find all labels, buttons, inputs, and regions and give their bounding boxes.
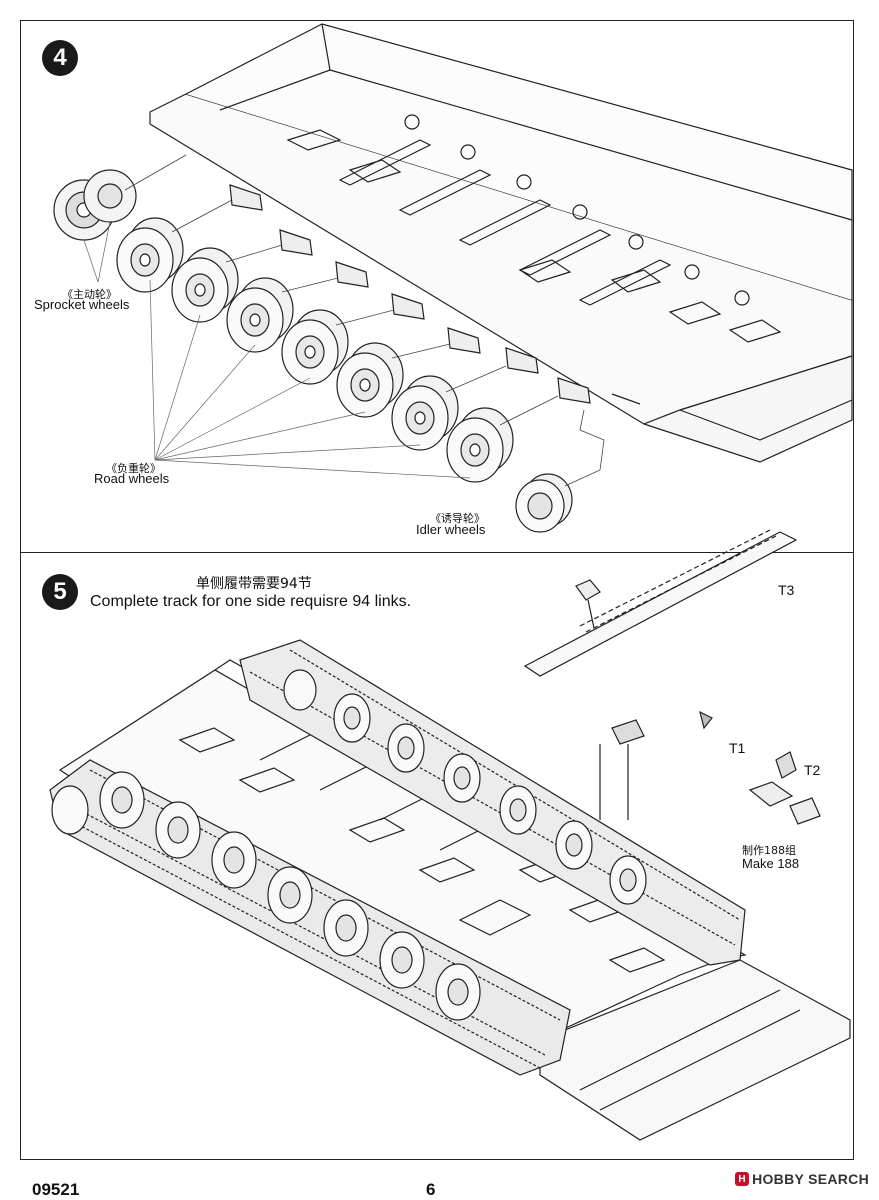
part-label-t1: T1 (729, 740, 746, 756)
page-number: 6 (426, 1180, 436, 1199)
part-label-t2: T2 (804, 762, 821, 778)
sprocket-wheel (53, 169, 137, 241)
idler-wheel (515, 473, 573, 533)
sprocket-label-cn: 《主动轮》 (62, 288, 117, 301)
road-wheels (116, 217, 514, 483)
sprocket-label-en: Sprocket wheels (34, 297, 130, 312)
make-count-cn: 制作188组 (742, 844, 796, 857)
watermark-logo: H (735, 1172, 750, 1186)
watermark: H HOBBY SEARCH (735, 1171, 869, 1187)
step-number-badge: 5 (42, 574, 78, 610)
watermark-text: HOBBY SEARCH (752, 1171, 869, 1187)
step-number: 5 (53, 578, 67, 605)
step-divider (20, 552, 854, 553)
step-number: 4 (53, 44, 67, 71)
product-code: 09521 (32, 1180, 80, 1199)
page-frame (20, 20, 854, 1160)
track-instruction-cn: 单侧履带需要94节 (196, 576, 312, 592)
idler-label-en: Idler wheels (416, 522, 486, 537)
road-wheels-label-en: Road wheels (94, 471, 170, 486)
make-count-en: Make 188 (742, 856, 800, 871)
idler-label-cn: 《诱导轮》 (430, 512, 485, 525)
track-instruction-en: Complete track for one side requisre 94 … (90, 593, 412, 610)
road-wheels-label-cn: 《负重轮》 (106, 462, 161, 475)
step-number-badge: 4 (42, 40, 78, 76)
part-label-t3: T3 (778, 582, 795, 598)
